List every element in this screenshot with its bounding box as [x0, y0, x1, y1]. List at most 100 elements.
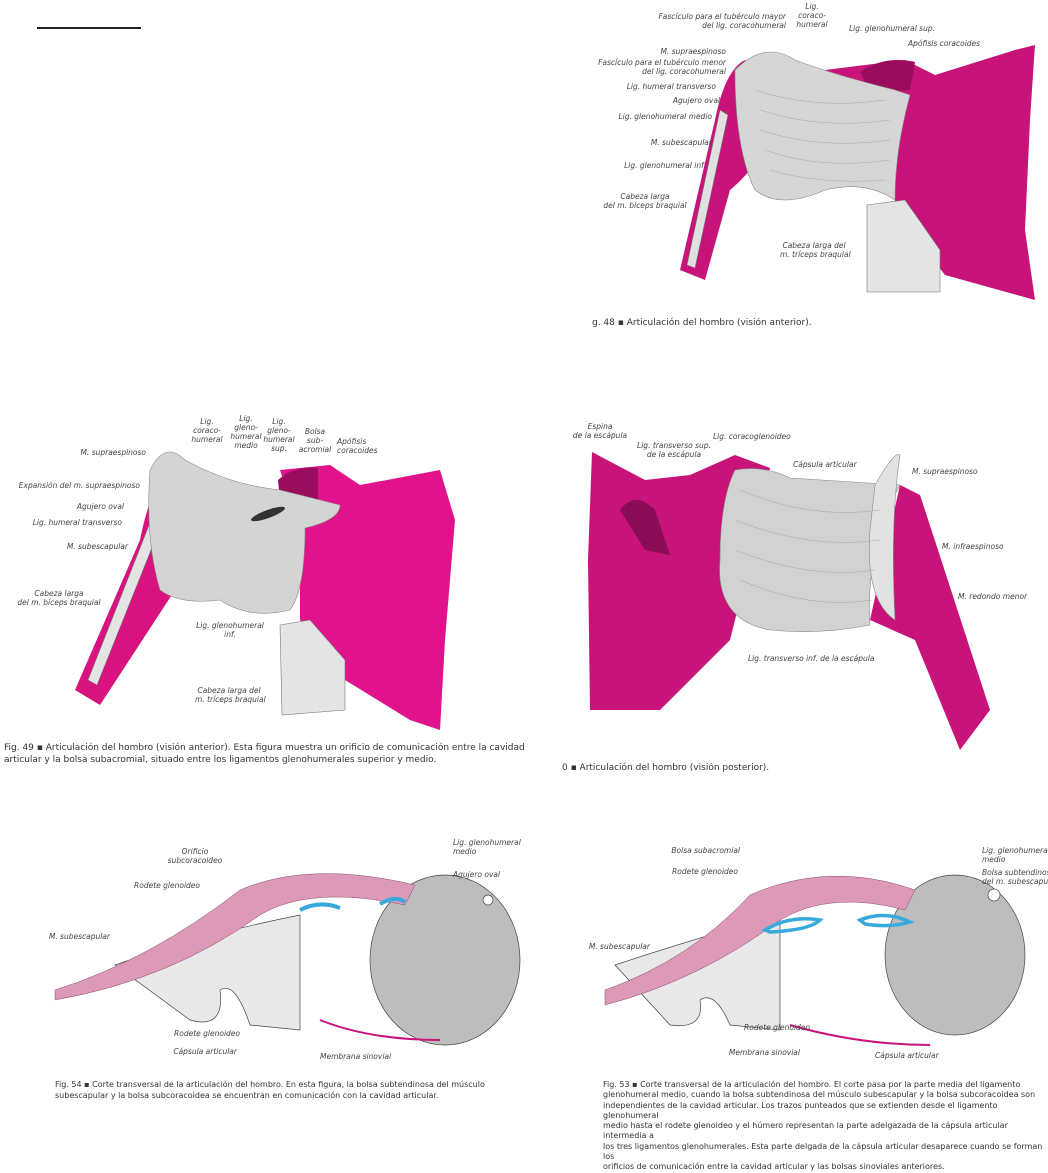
fig48-label-supraespinoso: M. supraespinoso: [660, 47, 726, 56]
label-line: de la escápula: [572, 431, 628, 440]
coracoid-process: [860, 59, 915, 92]
fig53-caption: Fig. 53 ▪ Corte transversal de la articu…: [603, 1080, 1048, 1173]
fig53-label-rodete-sup: Rodete glenoideo: [672, 867, 738, 876]
synovial-membrane: [789, 1024, 931, 1046]
label-line: Cabeza larga del: [197, 686, 261, 695]
caption-line: articular y la bolsa subacromial, situad…: [4, 754, 437, 765]
label-line: Apófisis: [337, 437, 367, 446]
triceps-tendon: [279, 619, 346, 716]
fig54-label-rodete-sup: Rodete glenoideo: [134, 881, 200, 890]
label-line: Lig.: [272, 417, 286, 426]
fig50-label-infraespinoso: M. infraespinoso: [942, 542, 1004, 551]
scapula-bone: [785, 45, 1035, 300]
fig48-label-gh-medio: Lig. glenohumeral medio: [618, 112, 712, 121]
fig50-label-redondo-menor: M. redondo menor: [958, 592, 1028, 601]
fig53-label-membrana: Membrana sinovial: [728, 1048, 800, 1057]
fig50-illustration: [588, 452, 990, 750]
fig49-label-humeral-transverso: Lig. humeral transverso: [32, 518, 122, 527]
label-line: Lig. glenohumeral: [453, 838, 521, 847]
label-line: coraco-: [193, 426, 221, 435]
infraspinatus-tendon: [869, 454, 901, 621]
fig49-label-coracohumeral: Lig.coraco-humeral: [190, 417, 224, 444]
caption-line: los tres ligamentos glenohumerales. Esta…: [603, 1141, 1043, 1162]
label-line: Espina: [587, 422, 613, 431]
fig48-illustration: [680, 45, 1035, 300]
label-line: Fascículo para el tubérculo menor: [598, 58, 726, 67]
label-line: Orificio: [181, 847, 209, 856]
humeral-head: [369, 874, 521, 1046]
label-line: medio: [453, 847, 477, 856]
label-line: Cabeza larga: [620, 192, 670, 201]
label-line: Lig.: [805, 2, 819, 11]
subacromial-opening: [251, 506, 285, 522]
fig49-illustration: [75, 451, 455, 730]
fig53-label-bolsa-subacromial: Bolsa subacromial: [671, 846, 740, 855]
fig49-label-agujero-oval: Agujero oval: [76, 502, 124, 511]
label-line: humeral: [263, 435, 295, 444]
vessel: [987, 888, 1001, 902]
scapula-spine-section: [620, 500, 670, 555]
label-line: Lig. glenohumeral: [982, 846, 1048, 855]
vessel: [482, 894, 494, 906]
humerus-bone: [870, 485, 990, 750]
fig48-label-humeral-transverso: Lig. humeral transverso: [626, 82, 716, 91]
fig50-label-transverso-sup: Lig. transverso sup.de la escápula: [635, 441, 713, 459]
fig54-illustration: [54, 873, 521, 1046]
label-line: Cabeza larga del: [782, 241, 846, 250]
fig54-label-rodete-inf: Rodete glenoideo: [174, 1029, 240, 1038]
caption-line: Fig. 53 ▪ Corte transversal de la articu…: [603, 1080, 1021, 1089]
label-line: Fascículo para el tubérculo mayor: [658, 12, 786, 21]
fig50-label-capsula: Cápsula articular: [793, 460, 857, 469]
fig48-label-apofisis: Apófisis coracoides: [908, 39, 981, 48]
triceps-tendon: [866, 199, 941, 293]
label-line: del m. subescapular: [982, 877, 1048, 886]
label-line: de la escápula: [646, 450, 702, 459]
fig53-label-capsula: Cápsula articular: [875, 1051, 939, 1060]
bursa-subtendinosa-blue: [856, 913, 915, 928]
caption-line: independientes de la cavidad articular. …: [603, 1100, 998, 1120]
label-line: del m. bíceps braquial: [17, 598, 101, 607]
label-line: subcoracoideo: [167, 856, 223, 865]
fig48-label-coracohumeral: Lig.coraco-humeral: [795, 2, 829, 29]
fig53-illustration: [604, 874, 1026, 1046]
bursa-subacromial-blue: [761, 917, 824, 934]
fig49-caption: Fig. 49 ▪ Articulación del hombro (visió…: [4, 743, 525, 766]
fig49-label-supraespinoso: M. supraespinoso: [80, 448, 146, 457]
fig54-label-agujero-oval: Agujero oval: [453, 870, 501, 879]
label-line: del lig. coracohumeral: [702, 21, 786, 30]
label-line: inf.: [224, 630, 236, 639]
fig53-label-rodete-inf: Rodete glenoideo: [744, 1023, 810, 1032]
humeral-head: [884, 874, 1026, 1036]
label-line: acromial: [298, 445, 332, 454]
caption-line: Fig. 54 ▪ Corte transversal de la articu…: [55, 1080, 485, 1089]
label-line: humeral: [230, 432, 262, 441]
joint-capsule: [734, 51, 911, 201]
subscapularis-muscle: [604, 875, 916, 1006]
label-line: gleno-: [234, 423, 258, 432]
fig50-label-transverso-inf: Lig. transverso inf. de la escápula: [748, 654, 875, 663]
label-line: Lig. transverso sup.: [637, 441, 711, 450]
biceps-tendon: [686, 109, 729, 269]
label-line: Bolsa: [304, 427, 326, 436]
label-line: Lig.: [239, 414, 253, 423]
fig48-label-agujero-oval: Agujero oval: [672, 96, 720, 105]
fig54-label-capsula: Cápsula articular: [173, 1047, 237, 1056]
fig50-caption: 0 ▪ Articulación del hombro (visión post…: [562, 763, 770, 773]
label-line: Bolsa subtendinosa: [982, 868, 1048, 877]
caption-line: medio hasta el rodete glenoideo y el húm…: [603, 1121, 1008, 1141]
label-line: m. tríceps braquial: [195, 695, 266, 704]
label-line: medio: [982, 855, 1006, 864]
caption-line: Fig. 49 ▪ Articulación del hombro (visió…: [4, 743, 525, 753]
